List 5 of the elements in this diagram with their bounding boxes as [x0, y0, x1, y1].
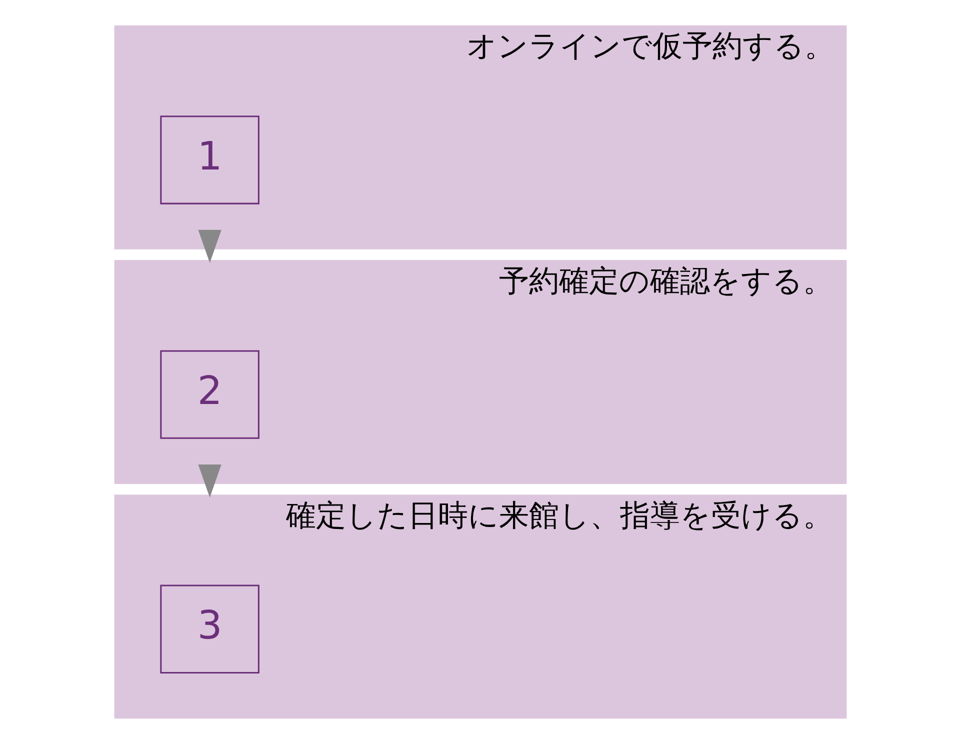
- node-box: 3: [160, 584, 259, 674]
- arrow: [198, 464, 221, 498]
- arrow: [198, 230, 221, 263]
- node-box: 2: [160, 350, 259, 439]
- node-box: 1: [160, 116, 259, 204]
